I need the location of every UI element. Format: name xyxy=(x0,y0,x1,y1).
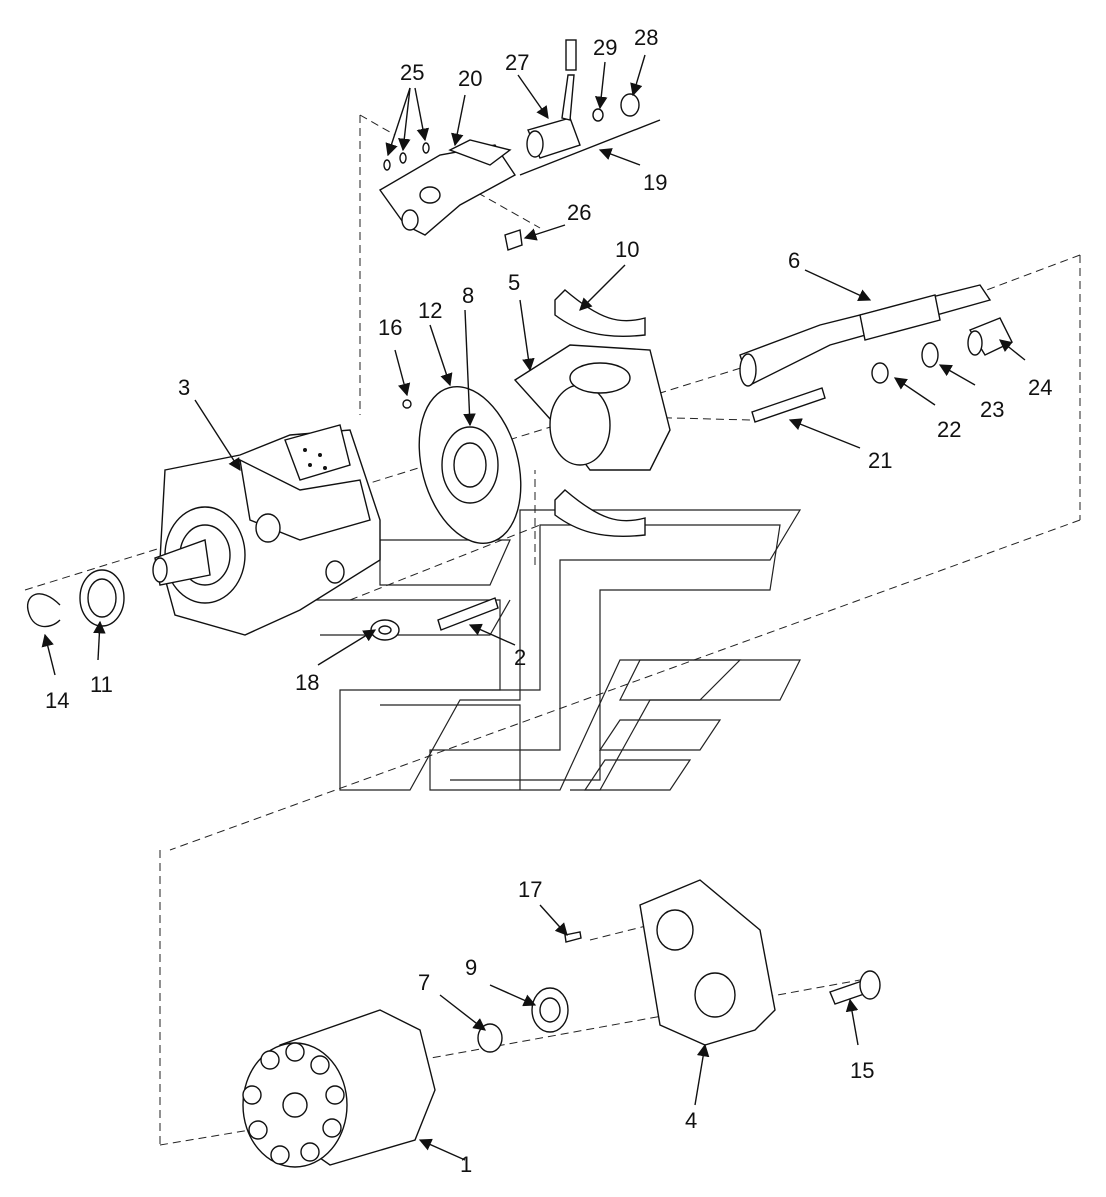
end-cap xyxy=(639,879,776,1046)
callout-18: 18 xyxy=(295,670,319,695)
callout-16: 16 xyxy=(378,315,402,340)
callout-labels: 1 2 3 4 5 6 7 8 9 10 11 12 14 15 16 17 1… xyxy=(45,25,1052,1177)
plug xyxy=(370,619,400,641)
callout-22: 22 xyxy=(937,417,961,442)
callout-25: 25 xyxy=(400,60,424,85)
valve-screw xyxy=(504,229,523,251)
end-cap-bolt xyxy=(829,970,881,1005)
callout-1: 1 xyxy=(460,1152,472,1177)
callout-23: 23 xyxy=(980,397,1004,422)
callout-2: 2 xyxy=(514,645,526,670)
callout-15: 15 xyxy=(850,1058,874,1083)
callout-28: 28 xyxy=(634,25,658,50)
callout-27: 27 xyxy=(505,50,529,75)
callout-19: 19 xyxy=(643,170,667,195)
cylinder-block xyxy=(242,1009,436,1168)
callout-26: 26 xyxy=(567,200,591,225)
snap-ring xyxy=(26,593,61,628)
retaining-ring xyxy=(477,1023,503,1053)
callout-10: 10 xyxy=(615,237,639,262)
plug-fitting xyxy=(967,317,1013,356)
solenoid-nut xyxy=(620,93,640,117)
dowel-pin xyxy=(564,931,582,943)
callout-3: 3 xyxy=(178,375,190,400)
control-valve xyxy=(378,139,517,236)
spring xyxy=(437,597,499,631)
drive-shaft xyxy=(739,284,992,387)
cylinder-bearing xyxy=(531,987,569,1033)
swash-block xyxy=(513,344,671,471)
callout-29: 29 xyxy=(593,35,617,60)
pump-housing xyxy=(152,424,381,636)
o-ring xyxy=(921,342,939,368)
callout-20: 20 xyxy=(458,66,482,91)
o-ring-small xyxy=(402,399,412,409)
watermark-logo xyxy=(310,509,802,791)
bearing xyxy=(441,426,499,504)
callout-14: 14 xyxy=(45,688,69,713)
callout-24: 24 xyxy=(1028,375,1052,400)
callout-12: 12 xyxy=(418,298,442,323)
callout-21: 21 xyxy=(868,448,892,473)
callout-8: 8 xyxy=(462,283,474,308)
solenoid-o-ring xyxy=(592,108,604,122)
callout-4: 4 xyxy=(685,1108,697,1133)
seal xyxy=(79,569,125,627)
leader-lines xyxy=(41,54,1026,1161)
washer xyxy=(871,362,889,384)
callout-5: 5 xyxy=(508,270,520,295)
group-19-line xyxy=(519,119,661,176)
callout-7: 7 xyxy=(418,970,430,995)
valve-o-rings xyxy=(383,142,430,171)
solenoid xyxy=(526,39,581,159)
pin xyxy=(751,387,826,423)
callout-6: 6 xyxy=(788,248,800,273)
callout-17: 17 xyxy=(518,877,542,902)
callout-11: 11 xyxy=(90,672,113,697)
callout-9: 9 xyxy=(465,955,477,980)
